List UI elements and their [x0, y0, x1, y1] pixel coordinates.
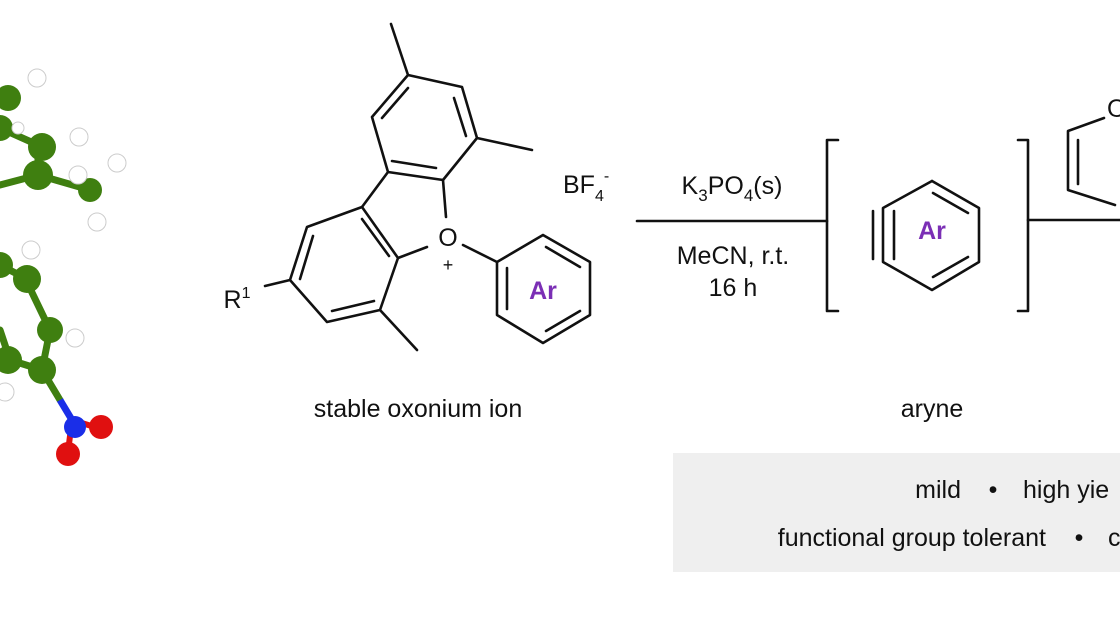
oxygen-label: O — [438, 224, 457, 252]
solvent-temperature-label: MeCN, r.t. — [677, 242, 790, 270]
reaction-time-label: 16 h — [709, 274, 758, 302]
product-oxygen-label: O — [1107, 95, 1120, 123]
crystal-structure-model — [0, 68, 127, 466]
product-structure-partial: O — [1066, 95, 1120, 207]
aryne-aryl-label: Ar — [918, 217, 946, 245]
aryl-label: Ar — [529, 277, 557, 305]
oxonium-ion-structure: R1 O + Ar BF4- stable oxonium ion — [224, 22, 609, 423]
counterion-label: BF4- — [563, 168, 609, 205]
feature-functional-group-tolerant: functional group tolerant — [778, 524, 1046, 552]
reagent-label: K3PO4(s) — [682, 172, 783, 205]
positive-charge-label: + — [443, 255, 454, 275]
feature-high-yield: high yie — [1023, 476, 1109, 504]
left-bracket — [825, 138, 840, 313]
features-box: mild • high yie functional group toleran… — [673, 453, 1120, 572]
right-bracket — [1016, 138, 1030, 313]
feature-bullet: • — [1075, 524, 1084, 552]
feature-mild: mild — [915, 476, 961, 504]
oxonium-caption: stable oxonium ion — [314, 395, 522, 423]
r1-substituent-label: R1 — [224, 285, 251, 314]
aryne-intermediate: Ar aryne — [825, 138, 1120, 423]
feature-bullet: • — [989, 476, 998, 504]
feature-partial: c — [1108, 524, 1120, 552]
reaction-conditions: K3PO4(s) MeCN, r.t. 16 h — [635, 172, 829, 302]
aryne-caption: aryne — [901, 395, 964, 423]
